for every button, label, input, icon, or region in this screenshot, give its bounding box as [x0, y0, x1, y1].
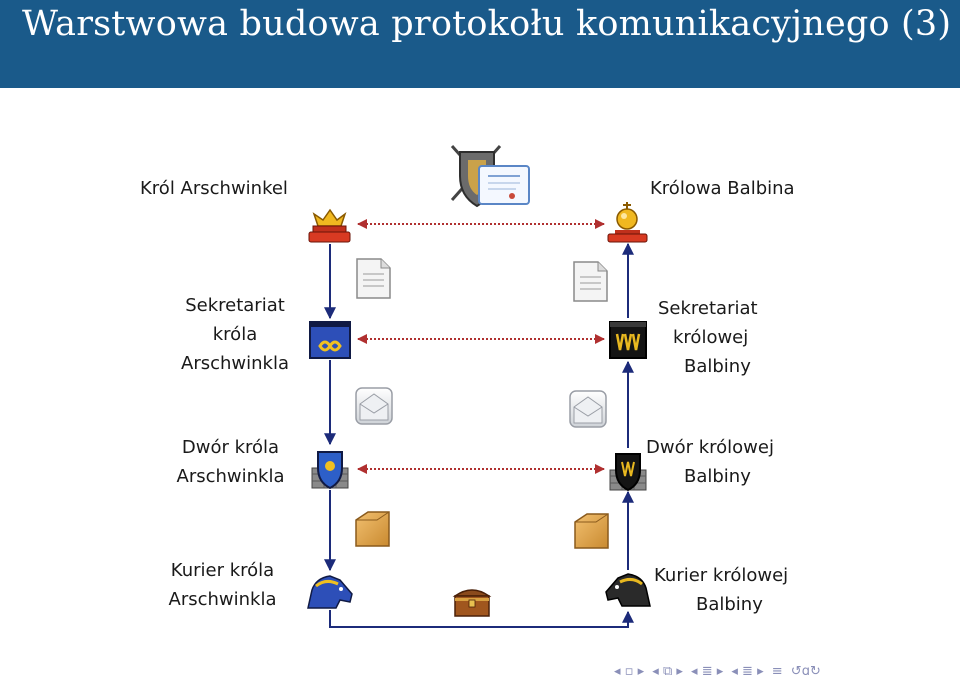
package-icon — [574, 513, 609, 549]
physical-link-line — [329, 610, 634, 628]
king-courier-label: Kurier króla Arschwinkla — [168, 560, 277, 610]
slide-navigation: ◂ ▫ ▸ ◂ ⧉ ▸ ◂ ≣ ▸ ◂ ≣ ▸ ≡ ↺ɑ↻ — [612, 664, 823, 679]
envelope-icon — [569, 390, 607, 428]
treaty-shield-icon — [450, 145, 530, 208]
king-court-label: Dwór króla Arschwinkla — [176, 437, 285, 487]
blue-shield-icon — [311, 451, 349, 490]
nav-subsection-icon[interactable]: ◂ ≣ ▸ — [731, 664, 764, 679]
nav-frame-icon[interactable]: ◂ ⧉ ▸ — [652, 664, 683, 679]
orb-icon — [607, 202, 648, 243]
king-secretariat-label: Sekretariat króla Arschwinkla — [181, 295, 289, 374]
treasure-chest-icon — [452, 589, 492, 617]
title-bar — [0, 0, 960, 88]
queen-secretariat-label: Sekretariat królowej Balbiny — [658, 298, 758, 377]
document-icon — [573, 261, 608, 302]
queen-label: Królowa Balbina — [650, 178, 795, 199]
nav-search-icon[interactable]: ↺ɑ↻ — [790, 664, 821, 679]
nav-align-icon[interactable]: ≡ — [771, 664, 783, 679]
package-icon — [355, 511, 390, 547]
black-shield-icon — [609, 453, 647, 492]
envelope-icon — [355, 387, 393, 425]
banner-black-icon — [609, 321, 647, 359]
peer-arrows — [357, 219, 605, 474]
crown-icon — [308, 208, 351, 243]
banner-infinity-icon — [309, 321, 351, 359]
slide-title: Warstwowa budowa protokołu komunikacyjne… — [22, 4, 952, 44]
nav-section-icon[interactable]: ◂ ≣ ▸ — [691, 664, 724, 679]
document-icon — [356, 258, 391, 299]
black-horse-icon — [605, 573, 651, 607]
king-label: Król Arschwinkel — [140, 178, 288, 199]
queen-courier-label: Kurier królowej Balbiny — [654, 565, 789, 615]
blue-horse-icon — [307, 575, 353, 609]
nav-prev-icon[interactable]: ◂ ▫ ▸ — [614, 664, 645, 679]
queen-court-label: Dwór królowej Balbiny — [646, 437, 774, 487]
